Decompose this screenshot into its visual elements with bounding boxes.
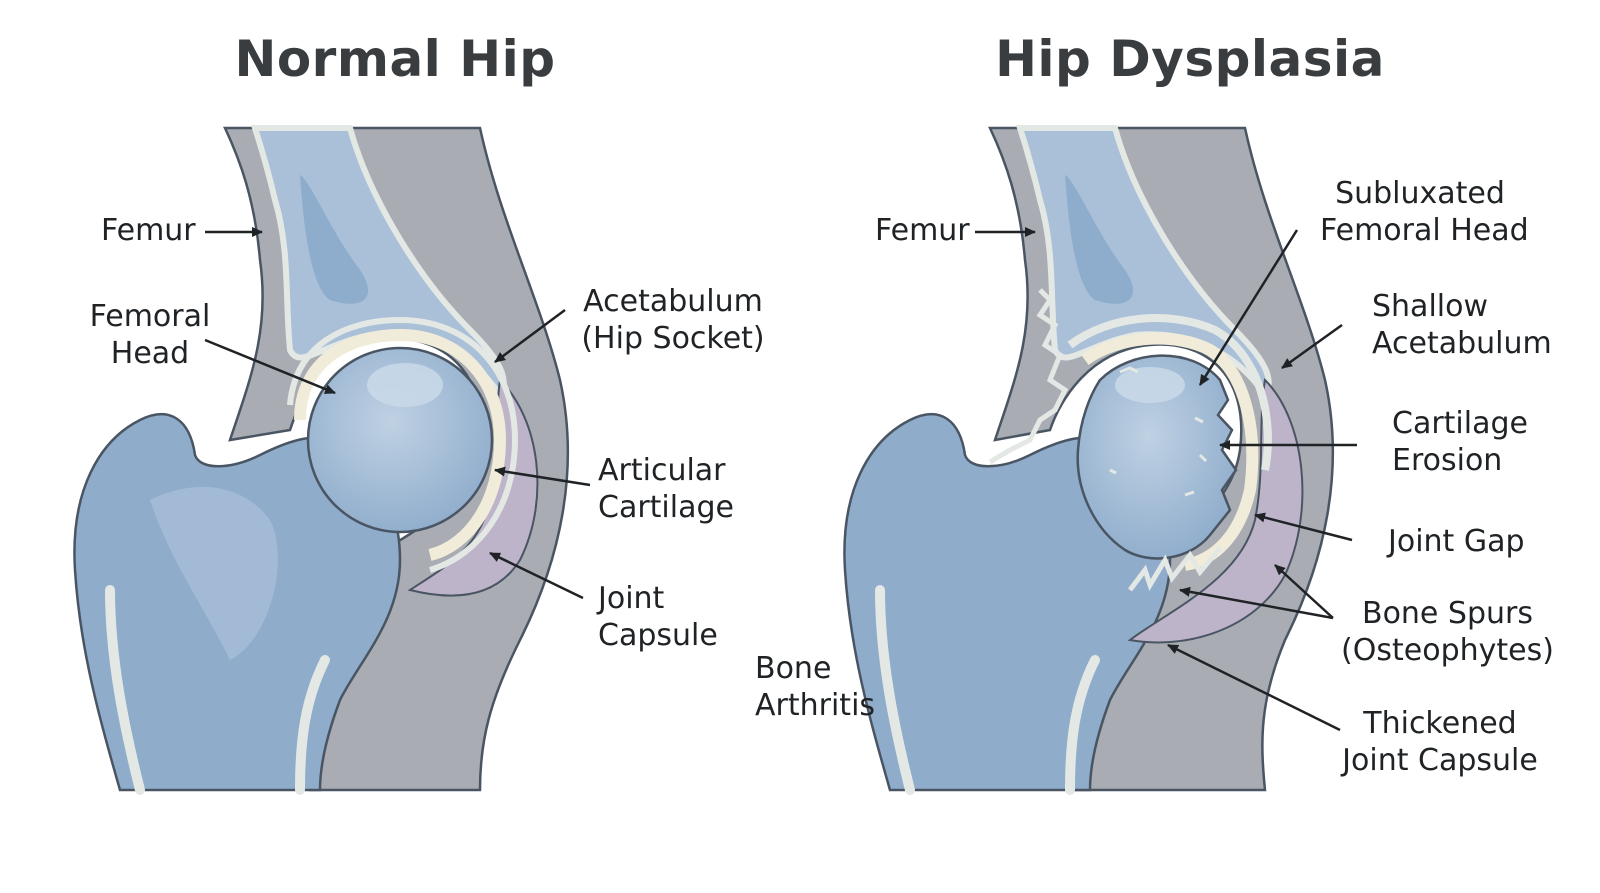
label-articular-cartilage: Articular Cartilage bbox=[598, 452, 734, 526]
label-femoral-head: Femoral Head bbox=[85, 298, 215, 372]
label-joint-capsule-line1: Joint bbox=[598, 580, 718, 617]
label-femur-dysplasia: Femur bbox=[875, 212, 970, 249]
label-joint-gap: Joint Gap bbox=[1388, 523, 1525, 560]
label-femoral-head-line1: Femoral bbox=[85, 298, 215, 335]
label-shallow-acetabulum: Shallow Acetabulum bbox=[1372, 288, 1552, 362]
femoral-head-highlight bbox=[367, 363, 443, 407]
label-acetabulum: Acetabulum (Hip Socket) bbox=[573, 283, 773, 357]
subluxated-head-highlight bbox=[1115, 367, 1185, 403]
label-articular-cartilage-line1: Articular bbox=[598, 452, 734, 489]
label-thickened-line1: Thickened bbox=[1330, 705, 1550, 742]
label-erosion-line1: Cartilage bbox=[1392, 405, 1528, 442]
label-femur-normal: Femur bbox=[101, 212, 196, 249]
label-erosion-line2: Erosion bbox=[1392, 442, 1528, 479]
label-articular-cartilage-line2: Cartilage bbox=[598, 489, 734, 526]
label-bone-arthritis: Bone Arthritis bbox=[755, 650, 875, 724]
label-femoral-head-line2: Head bbox=[85, 335, 215, 372]
label-acetabulum-line2: (Hip Socket) bbox=[573, 320, 773, 357]
label-thickened-line2: Joint Capsule bbox=[1330, 742, 1550, 779]
label-acetabulum-line1: Acetabulum bbox=[573, 283, 773, 320]
label-shallow-line1: Shallow bbox=[1372, 288, 1552, 325]
label-arthritis-line2: Arthritis bbox=[755, 687, 875, 724]
label-joint-capsule-line2: Capsule bbox=[598, 617, 718, 654]
label-bone-spurs: Bone Spurs (Osteophytes) bbox=[1340, 595, 1555, 669]
label-subluxated-line1: Subluxated bbox=[1320, 175, 1520, 212]
label-cartilage-erosion: Cartilage Erosion bbox=[1392, 405, 1528, 479]
label-subluxated-femoral-head: Subluxated Femoral Head bbox=[1320, 175, 1520, 249]
label-joint-capsule: Joint Capsule bbox=[598, 580, 718, 654]
label-spurs-line2: (Osteophytes) bbox=[1340, 632, 1555, 669]
label-spurs-line1: Bone Spurs bbox=[1340, 595, 1555, 632]
label-arthritis-line1: Bone bbox=[755, 650, 875, 687]
label-subluxated-line2: Femoral Head bbox=[1320, 212, 1520, 249]
label-thickened-capsule: Thickened Joint Capsule bbox=[1330, 705, 1550, 779]
label-shallow-line2: Acetabulum bbox=[1372, 325, 1552, 362]
